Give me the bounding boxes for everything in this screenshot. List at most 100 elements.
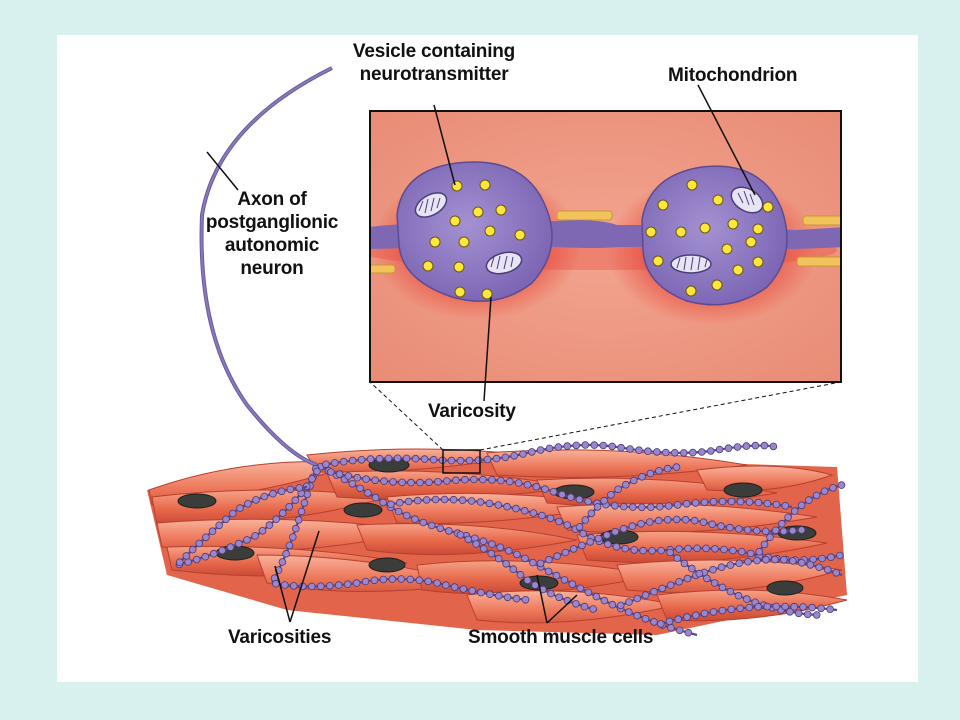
varicosity-bead: [561, 548, 570, 557]
varicosity-bead: [452, 476, 460, 485]
varicosity-bead: [468, 586, 477, 595]
varicosity-bead: [607, 490, 615, 499]
varicosity-bead: [617, 443, 625, 452]
varicosity-bead: [674, 615, 682, 623]
varicosity-bead: [827, 553, 835, 561]
varicosity-bead: [370, 576, 379, 585]
varicosity-bead: [742, 442, 751, 450]
varicosity-bead: [603, 531, 611, 539]
varicosity-bead: [717, 522, 725, 530]
varicosity-bead: [628, 522, 637, 530]
varicosity-bead: [416, 478, 424, 487]
varicosity-bead: [278, 558, 287, 566]
varicosity-bead: [718, 497, 727, 506]
varicosity-bead: [664, 502, 673, 510]
varicosity-bead: [600, 596, 609, 605]
varicosity-bead: [635, 446, 643, 455]
varicosity-bead: [459, 585, 468, 593]
varicosity-bead: [182, 552, 191, 560]
varicosity-bead: [352, 579, 361, 587]
varicosity-bead: [541, 485, 549, 493]
varicosity-bead: [558, 490, 566, 499]
varicosity-bead: [272, 579, 280, 588]
varicosity-bead: [709, 565, 717, 574]
varicosity-bead: [420, 455, 429, 463]
varicosity-bead: [751, 441, 760, 450]
varicosity-bead: [578, 541, 586, 550]
varicosity-bead: [419, 518, 428, 527]
varicosity-bead: [572, 599, 580, 608]
varicosity-bead: [614, 485, 622, 494]
axon-label-line-2: postganglionic: [205, 212, 339, 233]
varicosity-bead: [608, 442, 616, 451]
varicosity-bead: [729, 546, 737, 555]
varicosity-bead: [683, 574, 692, 583]
varicosity-bead: [313, 467, 321, 476]
varicosity-bead: [621, 544, 629, 553]
varicosity-bead: [718, 606, 727, 615]
varicosity-bead: [743, 526, 752, 534]
varicosity-bead: [380, 477, 388, 486]
varicosity-bead: [584, 588, 593, 597]
varicosity-bead: [422, 496, 431, 504]
varicosity-bead: [820, 487, 829, 496]
varicosity-bead: [364, 489, 372, 497]
varicosity-bead: [555, 517, 563, 526]
mitochondrion-leader-line: [697, 84, 756, 196]
varicosity-bead: [536, 446, 545, 454]
varicosity-bead: [294, 516, 303, 524]
varicosity-bead: [589, 605, 597, 613]
varicosity-bead: [485, 499, 494, 508]
varicosity-bead: [695, 569, 704, 578]
varicosity-bead: [229, 509, 237, 518]
varicosity-bead: [501, 453, 510, 462]
varicosity-bead: [727, 497, 736, 506]
varicosity-bead: [520, 506, 529, 515]
varicosity-bead: [672, 463, 681, 471]
smooth-muscle-leader-lines: [536, 574, 578, 624]
varicosity-bead: [763, 499, 772, 508]
varicosity-bead: [736, 604, 744, 613]
varicosity-bead: [580, 602, 589, 611]
varicosity-bead: [805, 496, 813, 504]
varicosity-bead: [404, 497, 413, 506]
varicosity-bead: [788, 557, 797, 565]
varicosity-bead: [708, 520, 716, 529]
varicosity-bead: [424, 577, 433, 586]
varicosity-bead: [781, 602, 789, 611]
varicosity-bead: [720, 545, 728, 554]
varicosity-bead: [781, 501, 790, 510]
varicosity-bead: [388, 575, 397, 583]
varicosity-bead: [706, 447, 715, 455]
varicosity-bead: [670, 448, 679, 457]
varicosity-bead: [512, 594, 521, 603]
varicosity-bead: [575, 523, 584, 531]
varicosity-bead: [529, 558, 537, 567]
varicosity-bead: [581, 516, 590, 524]
varicosity-bead: [734, 525, 743, 533]
varicosity-bead: [503, 502, 511, 511]
varicosity-inset: [369, 110, 842, 383]
varicosity-bead: [592, 592, 601, 601]
varicosity-bead: [691, 499, 700, 507]
varicosity-bead: [505, 477, 514, 486]
varicosity-bead: [679, 449, 688, 457]
varicosity-bead: [673, 554, 681, 562]
varicosity-bead: [529, 509, 538, 517]
varicosity-bead: [672, 515, 681, 524]
varicosity-bead: [479, 475, 487, 484]
varicosity-bead: [325, 581, 334, 590]
varicosity-bead: [727, 605, 736, 614]
varicosity-bead: [258, 526, 267, 535]
varicosity-bead: [300, 499, 309, 507]
varicosity-bead: [629, 476, 638, 485]
varicosity-bead: [823, 565, 832, 574]
varicosity-bead: [434, 477, 442, 486]
varicosity-bead: [761, 527, 770, 536]
varicosity-bead: [610, 501, 619, 510]
varicosities-label-text: Varicosities: [228, 627, 332, 648]
varicosity-bead: [735, 559, 743, 567]
varicosity-bead: [762, 555, 770, 564]
varicosity-bead: [760, 540, 769, 549]
varicosity-bead: [675, 577, 683, 586]
